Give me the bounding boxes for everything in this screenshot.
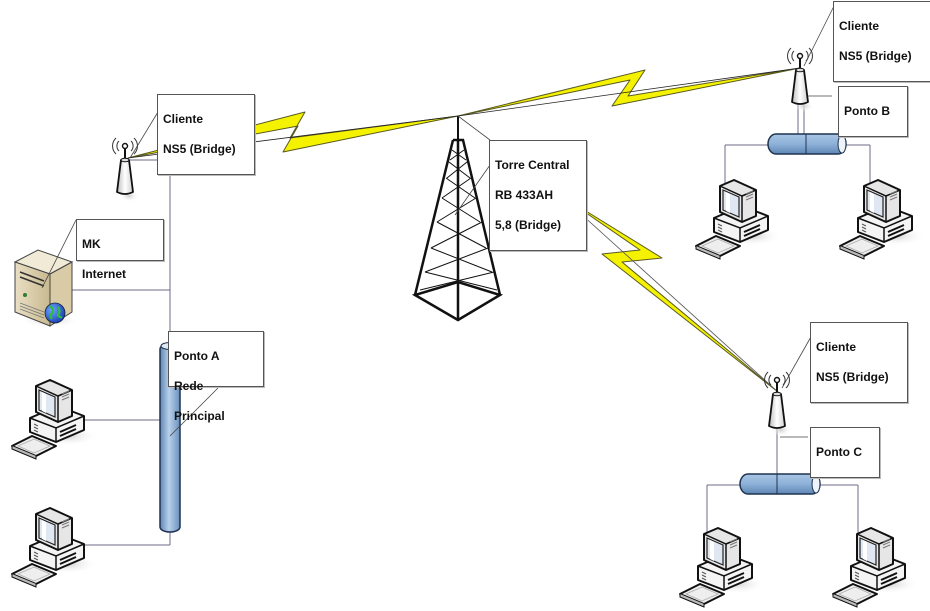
label-line: NS5 (Bridge): [163, 142, 236, 156]
computer-icon: [832, 527, 920, 608]
cables-ponto-a: [45, 159, 171, 546]
label-ponto-c: Ponto C: [810, 427, 880, 478]
label-line: MK: [82, 237, 101, 251]
label-line: Cliente: [163, 112, 204, 126]
label-cliente-b: Cliente NS5 (Bridge): [833, 1, 930, 82]
network-bus-icon: [767, 133, 847, 155]
label-ponto-a: Ponto A Rede Principal: [168, 331, 264, 423]
label-line: Cliente: [839, 19, 880, 33]
label-line: Ponto C: [816, 445, 862, 459]
label-line: 5,8 (Bridge): [495, 218, 562, 232]
label-cliente-c: Cliente NS5 (Bridge): [810, 322, 908, 403]
antenna-icon: [763, 371, 792, 437]
label-line: Rede: [174, 379, 204, 393]
wireless-link-tower-b: [457, 67, 801, 117]
label-line: RB 433AH: [495, 188, 554, 202]
antenna-icon: [786, 47, 815, 113]
label-line: NS5 (Bridge): [839, 49, 912, 63]
computer-icon: [695, 179, 783, 260]
computer-icon: [679, 527, 767, 608]
computer-icon: [11, 507, 99, 588]
server-internet-icon: [13, 249, 80, 328]
label-line: Ponto B: [844, 104, 890, 118]
label-ponto-b: Ponto B: [838, 86, 908, 137]
label-line: Internet: [82, 267, 127, 281]
label-line: Ponto A: [174, 349, 220, 363]
computer-icon: [839, 179, 927, 260]
network-bus-icon: [739, 473, 821, 495]
radio-tower-icon: [411, 116, 504, 322]
label-torre-central: Torre Central RB 433AH 5,8 (Bridge): [489, 140, 587, 251]
antenna-icon: [111, 137, 140, 203]
label-line: Torre Central: [495, 158, 570, 172]
label-line: NS5 (Bridge): [816, 370, 889, 384]
label-line: Cliente: [816, 340, 857, 354]
callout-leaders: [41, 5, 835, 438]
label-line: Principal: [174, 409, 225, 423]
label-cliente-a: Cliente NS5 (Bridge): [157, 94, 255, 175]
label-mk-internet: MK Internet: [76, 219, 164, 281]
